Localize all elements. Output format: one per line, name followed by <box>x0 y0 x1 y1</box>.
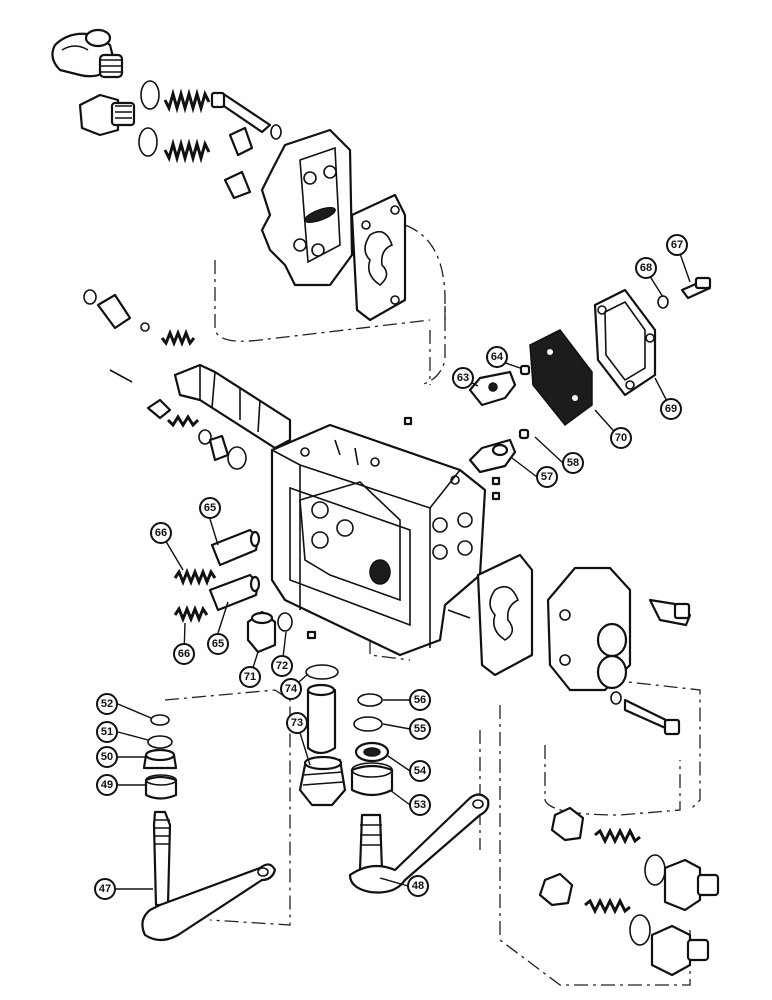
main-valve-body <box>270 416 487 657</box>
svg-text:63: 63 <box>457 372 469 384</box>
o-ring-top <box>138 80 160 157</box>
callout-72: 72 <box>271 655 293 677</box>
svg-text:74: 74 <box>285 683 298 695</box>
svg-text:55: 55 <box>414 723 426 735</box>
callout-69: 69 <box>660 398 682 420</box>
svg-text:65: 65 <box>212 638 224 650</box>
callout-67: 67 <box>666 234 688 256</box>
cover-plate <box>593 288 657 397</box>
cover-gasket <box>529 329 593 427</box>
svg-text:53: 53 <box>414 799 426 811</box>
left-shaft-seals <box>142 714 178 800</box>
svg-text:69: 69 <box>665 403 677 415</box>
svg-text:57: 57 <box>541 471 553 483</box>
svg-text:51: 51 <box>101 726 113 738</box>
svg-text:72: 72 <box>276 660 288 672</box>
svg-text:67: 67 <box>671 239 683 251</box>
svg-text:65: 65 <box>204 502 216 514</box>
cover-screw <box>657 276 712 309</box>
callout-47: 47 <box>94 878 116 900</box>
callout-51: 51 <box>96 721 118 743</box>
left-lever-shaft <box>141 810 277 942</box>
callout-74: 74 <box>280 678 302 700</box>
callout-48: 48 <box>407 875 429 897</box>
detent-parts <box>468 364 531 501</box>
callout-55: 55 <box>409 718 431 740</box>
top-bolt <box>210 91 282 140</box>
svg-text:71: 71 <box>244 671 256 683</box>
callout-54: 54 <box>409 760 431 782</box>
plug-and-ring <box>246 610 317 654</box>
callout-53: 53 <box>409 794 431 816</box>
svg-text:54: 54 <box>414 765 427 777</box>
svg-text:49: 49 <box>101 779 113 791</box>
right-shaft-seals <box>350 693 394 797</box>
elbow-fitting <box>51 28 124 79</box>
callout-71: 71 <box>239 666 261 688</box>
callout-66-lower: 66 <box>173 643 195 665</box>
callout-70: 70 <box>610 427 632 449</box>
straight-fitting <box>78 93 136 137</box>
callout-73: 73 <box>286 712 308 734</box>
phantom-lines <box>164 224 701 986</box>
callout-64: 64 <box>486 346 508 368</box>
svg-text:50: 50 <box>101 751 113 763</box>
callout-68: 68 <box>635 257 657 279</box>
top-end-cover <box>260 128 354 287</box>
right-cover-bolts <box>610 598 692 736</box>
callout-52: 52 <box>96 693 118 715</box>
callout-57: 57 <box>536 466 558 488</box>
callout-65-upper: 65 <box>199 497 221 519</box>
svg-text:66: 66 <box>178 648 190 660</box>
callout-50: 50 <box>96 746 118 768</box>
svg-text:56: 56 <box>414 694 426 706</box>
svg-text:48: 48 <box>412 880 424 892</box>
bottom-relief-parts <box>538 806 720 977</box>
svg-text:70: 70 <box>615 432 627 444</box>
callout-63: 63 <box>452 367 474 389</box>
svg-text:68: 68 <box>640 262 652 274</box>
svg-text:58: 58 <box>567 457 579 469</box>
center-bottom-stack <box>298 664 347 807</box>
svg-text:52: 52 <box>101 698 113 710</box>
right-end-cover <box>546 566 632 692</box>
right-gasket <box>447 553 534 677</box>
svg-text:47: 47 <box>99 883 111 895</box>
spool-group <box>83 289 292 470</box>
svg-text:66: 66 <box>155 527 167 539</box>
relief-springs-top <box>163 88 211 164</box>
callout-66-upper: 66 <box>150 522 172 544</box>
poppet-top <box>223 126 254 200</box>
svg-text:73: 73 <box>291 717 303 729</box>
right-lever-shaft <box>348 793 490 894</box>
svg-text:64: 64 <box>491 351 504 363</box>
callout-56: 56 <box>409 689 431 711</box>
callout-65-lower: 65 <box>207 633 229 655</box>
callout-58: 58 <box>562 452 584 474</box>
top-gasket <box>350 193 407 322</box>
plunger-parts <box>173 528 261 624</box>
callout-49: 49 <box>96 774 118 796</box>
